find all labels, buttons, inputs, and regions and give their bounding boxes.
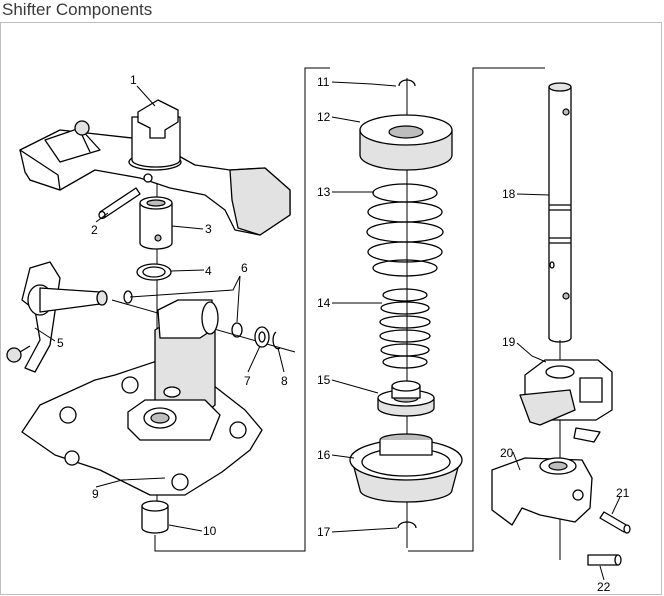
clip-part-8 bbox=[272, 331, 281, 350]
bracket-part-19 bbox=[519, 359, 613, 443]
callout-2: 2 bbox=[91, 223, 98, 237]
clip-part-11 bbox=[398, 79, 416, 87]
callout-22: 22 bbox=[597, 580, 611, 594]
callout-12: 12 bbox=[317, 110, 331, 124]
leader-lines bbox=[34, 81, 621, 581]
bushing-part-3 bbox=[139, 196, 173, 250]
diagram-frame bbox=[0, 22, 662, 595]
spring-part-14 bbox=[379, 288, 431, 369]
cap-part-12 bbox=[359, 114, 453, 171]
connector-lines bbox=[154, 67, 545, 552]
bushing-part-10 bbox=[141, 500, 169, 534]
callout-16: 16 bbox=[317, 448, 331, 462]
callout-5: 5 bbox=[57, 336, 64, 350]
housing-part-9 bbox=[21, 299, 263, 496]
retainer-part-15 bbox=[377, 380, 435, 417]
callout-7: 7 bbox=[244, 374, 251, 388]
callout-21: 21 bbox=[616, 486, 630, 500]
callout-10: 10 bbox=[203, 524, 217, 538]
callout-3: 3 bbox=[205, 222, 212, 236]
callout-6: 6 bbox=[241, 261, 248, 275]
washer-part-4 bbox=[136, 263, 172, 281]
callout-4: 4 bbox=[205, 264, 212, 278]
callout-8: 8 bbox=[281, 374, 288, 388]
shifter-lever-part bbox=[19, 99, 291, 505]
clip-part-17 bbox=[397, 521, 417, 529]
boot-part-16 bbox=[349, 433, 463, 503]
callout-9: 9 bbox=[92, 487, 99, 501]
shift-arm-part-5 bbox=[6, 261, 108, 373]
page-title: Shifter Components bbox=[2, 0, 153, 19]
callout-13: 13 bbox=[317, 185, 331, 199]
pin-part-21 bbox=[599, 511, 631, 534]
pin-part-22 bbox=[587, 554, 622, 566]
callout-20: 20 bbox=[500, 446, 514, 460]
callout-1: 1 bbox=[130, 73, 137, 87]
callout-18: 18 bbox=[502, 187, 516, 201]
spring-part-13 bbox=[366, 183, 444, 277]
lever-part-20 bbox=[491, 457, 593, 526]
callout-labels: 1 2 3 4 5 6 7 8 9 10 11 12 13 14 15 16 1… bbox=[57, 73, 630, 594]
callout-14: 14 bbox=[317, 296, 331, 310]
callout-11: 11 bbox=[317, 75, 330, 89]
callout-15: 15 bbox=[317, 373, 331, 387]
callout-19: 19 bbox=[502, 335, 516, 349]
callout-17: 17 bbox=[317, 525, 331, 539]
pin-part-2 bbox=[98, 187, 141, 220]
washer-part-7 bbox=[254, 326, 270, 348]
